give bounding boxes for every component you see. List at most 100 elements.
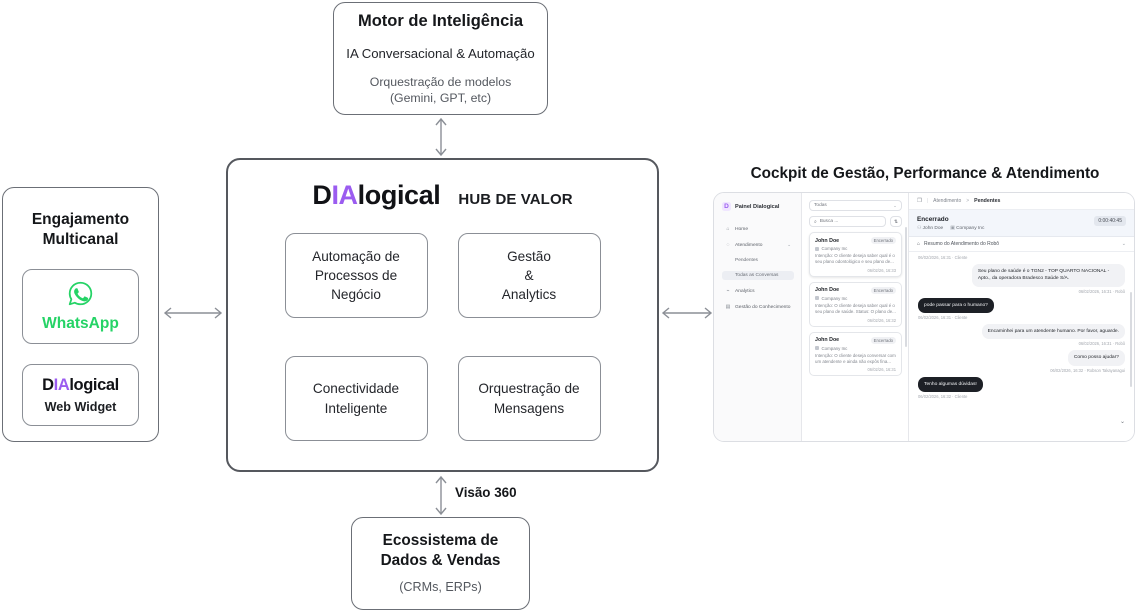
conversation-company-label: Company Inc bbox=[821, 246, 848, 251]
chat-timer: 0:00:40:45 bbox=[1094, 216, 1126, 226]
search-input[interactable]: ⌕ Busca ... bbox=[809, 216, 886, 227]
chat-message: Tenho algumas dúvidas! 06/02/2026, 16:32… bbox=[918, 376, 983, 399]
capability-automacao-processos[interactable]: Automação de Processos de Negócio bbox=[284, 233, 428, 318]
channel-whatsapp[interactable]: WhatsApp bbox=[22, 268, 139, 344]
widget-sublabel: Web Widget bbox=[44, 399, 117, 414]
whatsapp-icon bbox=[67, 280, 94, 312]
status-badge: Encerrado bbox=[870, 336, 896, 344]
ecossistema-dados-vendas-box: Ecossistema de Dados & Vendas (CRMs, ERP… bbox=[351, 517, 530, 610]
conversation-list-panel: Todas ⌄ ⌕ Busca ... ⇅ John Doe Encerrado… bbox=[802, 193, 909, 441]
sidebar-item-atendimento-label: Atendimento bbox=[735, 242, 763, 248]
status-badge: Encerrado bbox=[870, 286, 896, 294]
chat-bubble: pode passar para o humano? bbox=[918, 297, 994, 314]
engajamento-multicanal-box: Engajamento Multicanal WhatsApp DIAlogic… bbox=[2, 187, 159, 442]
chevron-down-icon: ⌄ bbox=[787, 242, 791, 247]
person-icon: ⚇ bbox=[917, 226, 922, 231]
chat-message-stamp: 06/02/2026, 16:31 · Cliente bbox=[918, 255, 968, 260]
chat-bubble: Encaminhei para um atendente humano. Por… bbox=[981, 324, 1125, 340]
conversation-name: John Doe bbox=[815, 237, 840, 244]
cockpit-title: Cockpit de Gestão, Performance & Atendim… bbox=[750, 165, 1100, 182]
robot-icon: ⌂ bbox=[917, 241, 921, 247]
conversation-company: Company Inc bbox=[815, 246, 896, 251]
sidebar-item-atendimento[interactable]: ◌ Atendimento ⌄ bbox=[722, 240, 794, 250]
hub-tagline: HUB DE VALOR bbox=[458, 191, 573, 208]
chat-messages: 06/02/2026, 16:31 · Cliente Seu plano de… bbox=[909, 252, 1134, 441]
engajamento-title-line2: Multicanal bbox=[42, 230, 119, 248]
ecossistema-title-line1: Ecossistema de bbox=[382, 532, 499, 550]
conversation-list-item[interactable]: John Doe Encerrado Company Inc Intenção:… bbox=[809, 281, 902, 327]
chat-company-name: Company Inc bbox=[956, 226, 985, 231]
chat-panel: ❐ | Atendimento > Pendentes Encerrado ⚇ … bbox=[909, 193, 1134, 441]
search-placeholder: Busca ... bbox=[819, 219, 839, 224]
motor-note-line1: Orquestração de modelos bbox=[369, 74, 512, 89]
hub-de-valor-box: DIAlogical HUB DE VALOR Automação de Pro… bbox=[226, 158, 659, 472]
chat-message: Seu plano de saúde é o TGN2 - TOP QUARTO… bbox=[971, 264, 1125, 294]
building-icon bbox=[815, 246, 819, 251]
conversation-list-item[interactable]: John Doe Encerrado Company Inc Intenção:… bbox=[809, 232, 902, 277]
status-badge: Encerrado bbox=[870, 237, 896, 244]
chat-bubble: Seu plano de saúde é o TGN2 - TOP QUARTO… bbox=[971, 264, 1125, 287]
dialogical-logo: DIAlogical bbox=[312, 180, 440, 211]
chat-header: Encerrado ⚇ John Doe ▣ Company Inc 0:00:… bbox=[909, 210, 1134, 237]
brand-name: Painel Dialogical bbox=[735, 203, 780, 210]
arrow-down-icon[interactable]: ⌄ bbox=[1119, 419, 1125, 425]
capability-conectividade-inteligente[interactable]: Conectividade Inteligente bbox=[284, 356, 428, 441]
chat-summary-accordion[interactable]: ⌂ Resumo do Atendimento do Robô ⌄ bbox=[909, 237, 1134, 252]
chat-message: pode passar para o humano? 06/02/2026, 1… bbox=[918, 297, 994, 321]
chat-status: Encerrado bbox=[917, 216, 949, 223]
chat-summary-label: Resumo do Atendimento do Robô bbox=[924, 241, 1000, 247]
widget-logo-ia: IA bbox=[53, 375, 70, 394]
motor-inteligencia-box: Motor de Inteligência IA Conversacional … bbox=[333, 2, 548, 115]
headset-icon: ◌ bbox=[726, 242, 730, 248]
logo-rest: logical bbox=[357, 180, 441, 210]
ecossistema-title-line2: Dados & Vendas bbox=[380, 551, 501, 569]
chart-icon: ⌁ bbox=[726, 288, 730, 294]
chat-message-stamp: 06/02/2026, 16:31 · Cliente bbox=[918, 315, 968, 321]
building-icon bbox=[815, 346, 819, 350]
search-row: ⌕ Busca ... ⇅ bbox=[809, 216, 902, 227]
breadcrumb-parent[interactable]: Atendimento bbox=[933, 198, 962, 204]
search-icon: ⌕ bbox=[814, 219, 817, 225]
sidebar-item-gestao-conhecimento[interactable]: ▤ Gestão do Conhecimento bbox=[722, 302, 794, 312]
connector-engajamento-hub bbox=[161, 304, 225, 322]
sidebar-subitem-pendentes[interactable]: Pendentes bbox=[735, 258, 758, 263]
sidebar-item-home[interactable]: ⌂ Home bbox=[722, 224, 794, 234]
conversation-time: 06/02/26, 16:32 bbox=[867, 317, 896, 323]
filter-select[interactable]: Todas ⌄ bbox=[809, 200, 902, 211]
chat-meta: ⚇ John Doe ▣ Company Inc bbox=[917, 226, 984, 231]
chat-scrollbar[interactable] bbox=[1130, 292, 1132, 387]
motor-note: Orquestração de modelos (Gemini, GPT, et… bbox=[370, 74, 512, 106]
sidebar-item-analytics[interactable]: ⌁ Analytics bbox=[722, 286, 794, 296]
panel-icon[interactable]: ❐ bbox=[917, 198, 922, 204]
whatsapp-label: WhatsApp bbox=[42, 314, 119, 332]
conversation-snippet: Intenção: O cliente deseja conversar com… bbox=[815, 352, 896, 364]
breadcrumb-current: Pendentes bbox=[974, 198, 1001, 204]
chat-bubble: Tenho algumas dúvidas! bbox=[918, 376, 983, 393]
connector-hub-ecossistema bbox=[431, 473, 451, 518]
conversation-top-row: John Doe Encerrado bbox=[815, 237, 896, 244]
conversation-snippet: Intenção: O cliente deseja saber qual é … bbox=[815, 302, 896, 315]
chat-customer-name: John Doe bbox=[922, 226, 944, 231]
hub-capability-grid: Automação de Processos de Negócio Gestão… bbox=[284, 233, 601, 441]
capability-gestao-analytics[interactable]: Gestão & Analytics bbox=[457, 233, 601, 318]
chat-header-left: Encerrado ⚇ John Doe ▣ Company Inc bbox=[917, 216, 984, 231]
capability-orquestracao-mensagens[interactable]: Orquestração de Mensagens bbox=[457, 356, 601, 441]
building-icon bbox=[815, 296, 819, 301]
conversation-snippet: Intenção: O cliente deseja saber qual é … bbox=[815, 253, 895, 265]
conversation-company-label: Company Inc bbox=[821, 345, 848, 351]
visao-360-label: Visão 360 bbox=[455, 485, 517, 500]
chevron-down-icon: ⌄ bbox=[893, 202, 897, 208]
sort-icon[interactable]: ⇅ bbox=[890, 216, 902, 227]
channel-web-widget[interactable]: DIAlogical Web Widget bbox=[22, 363, 139, 426]
connector-hub-cockpit bbox=[659, 304, 715, 322]
conversation-company: Company Inc bbox=[815, 296, 896, 301]
conversation-list-scrollbar[interactable] bbox=[905, 227, 907, 347]
chat-message-stamp: 06/02/2026, 16:31 · Robô bbox=[1078, 341, 1125, 347]
breadcrumb-divider: | bbox=[926, 198, 929, 204]
sidebar-subitem-todas-conversas[interactable]: Todas as Conversas bbox=[722, 271, 794, 280]
chat-customer: ⚇ John Doe bbox=[917, 226, 943, 231]
conversation-name: John Doe bbox=[815, 337, 840, 343]
chat-company: ▣ Company Inc bbox=[950, 226, 984, 231]
conversation-list-item[interactable]: John Doe Encerrado Company Inc Intenção:… bbox=[809, 331, 902, 377]
chat-message: Como posso ajudar? 06/02/2026, 16:32 · R… bbox=[1050, 350, 1125, 373]
